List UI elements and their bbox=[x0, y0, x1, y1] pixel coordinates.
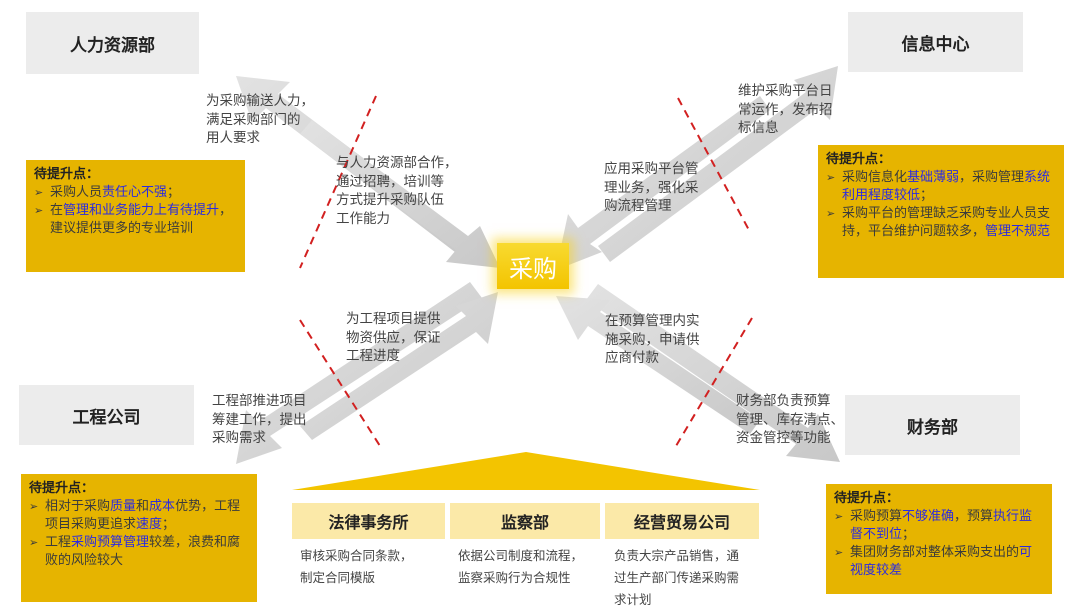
list-item-text: 工程采购预算管理较差，浪费和腐败的风险较大 bbox=[45, 534, 249, 570]
bottom-triangle bbox=[292, 452, 760, 490]
note-info-in: 应用采购平台管理业务，强化采购流程管理 bbox=[604, 161, 699, 214]
list-item-text: 采购人员责任心不强； bbox=[50, 184, 237, 202]
arrow-bullet-icon: ➢ bbox=[834, 510, 844, 523]
arrow-bullet-icon: ➢ bbox=[34, 204, 44, 217]
improve-box-info: 待提升点： ➢ 采购信息化基础薄弱，采购管理系统利用程度较低； ➢ 采购平台的管理缺… bbox=[818, 145, 1064, 278]
arrow-bullet-icon: ➢ bbox=[826, 171, 836, 184]
note-fin-out: 财务部负责预算管理、库存清点、资金管控等功能 bbox=[736, 393, 844, 446]
dept-fin: 财务部 bbox=[845, 395, 1020, 455]
item-text: 采购人员 bbox=[50, 185, 103, 200]
item-text: ； bbox=[902, 527, 916, 542]
improve-title: 待提升点： bbox=[826, 152, 892, 167]
item-text: ； bbox=[167, 185, 181, 200]
improve-box-fin: 待提升点： ➢ 采购预算不够准确，预算执行监督不到位； ➢ 集团财务部对整体采购支出… bbox=[826, 484, 1052, 594]
improve-title: 待提升点： bbox=[34, 167, 100, 182]
list-item-text: 相对于采购质量和成本优势，工程项目采购更追求速度； bbox=[45, 498, 249, 534]
highlight-text: 执行监督不到位 bbox=[850, 509, 1033, 542]
highlight-text: 不够准确 bbox=[902, 509, 955, 524]
arrow-bullet-icon: ➢ bbox=[34, 186, 44, 199]
highlight-text: 基础薄弱 bbox=[907, 170, 960, 185]
note-eng-in: 为工程项目提供物资供应，保证工程进度 bbox=[346, 311, 441, 364]
highlight-text: 管理和业务能力上有待提升 bbox=[63, 203, 220, 218]
cross-eng bbox=[299, 319, 381, 447]
item-text: 工程 bbox=[45, 535, 72, 550]
item-text: 和 bbox=[136, 499, 150, 514]
item-text: 采购预算 bbox=[850, 509, 903, 524]
arrow-fin bbox=[586, 284, 840, 462]
improve-box-eng: 待提升点： ➢ 相对于采购质量和成本优势，工程项目采购更追求速度； ➢ 工程采购预算… bbox=[21, 474, 257, 602]
highlight-text: 管理不规范 bbox=[985, 224, 1051, 239]
dept-info: 信息中心 bbox=[848, 12, 1023, 72]
note-hr-out: 为采购输送人力，满足采购部门的用人要求 bbox=[206, 93, 314, 146]
item-text: 采购信息化 bbox=[842, 170, 908, 185]
highlight-text: 速度 bbox=[136, 517, 163, 532]
item-text: 集团财务部对整体采购支出的 bbox=[850, 545, 1020, 560]
unit-legal: 法律事务所 bbox=[292, 503, 445, 539]
unit-trade: 经营贸易公司 bbox=[605, 503, 759, 539]
arrow-bullet-icon: ➢ bbox=[834, 546, 844, 559]
list-item-text: 在管理和业务能力上有待提升，建议提供更多的专业培训 bbox=[50, 202, 237, 238]
dept-hr: 人力资源部 bbox=[26, 12, 199, 74]
improve-title: 待提升点： bbox=[29, 481, 95, 496]
highlight-text: 系统利用程度较低 bbox=[842, 170, 1051, 203]
highlight-text: 可视度较差 bbox=[850, 545, 1033, 578]
list-item: ➢ 相对于采购质量和成本优势，工程项目采购更追求速度； bbox=[29, 498, 249, 534]
cross-hr bbox=[299, 95, 377, 269]
highlight-text: 责任心不强 bbox=[102, 185, 168, 200]
unit-audit: 监察部 bbox=[450, 503, 600, 539]
arrow-bullet-icon: ➢ bbox=[29, 500, 39, 513]
dept-eng: 工程公司 bbox=[19, 385, 194, 445]
list-item-text: 采购信息化基础薄弱，采购管理系统利用程度较低； bbox=[842, 169, 1056, 205]
list-item: ➢ 采购人员责任心不强； bbox=[34, 184, 237, 202]
item-text: ，建议提供更多的专业培训 bbox=[50, 203, 233, 236]
list-item: ➢ 采购信息化基础薄弱，采购管理系统利用程度较低； bbox=[826, 169, 1056, 205]
item-text: ，采购管理 bbox=[959, 170, 1025, 185]
arrow-bullet-icon: ➢ bbox=[826, 207, 836, 220]
improve-title: 待提升点： bbox=[834, 491, 900, 506]
arrow-info-in bbox=[556, 96, 770, 270]
item-text: ； bbox=[920, 188, 934, 203]
arrow-eng-in bbox=[300, 292, 498, 440]
arrow-info bbox=[598, 66, 838, 262]
highlight-text: 成本 bbox=[149, 499, 176, 514]
arrow-hr-in bbox=[300, 120, 500, 268]
list-item-text: 采购平台的管理缺乏采购专业人员支持，平台维护问题较多，管理不规范 bbox=[842, 205, 1056, 241]
improve-box-hr: 待提升点： ➢ 采购人员责任心不强； ➢ 在管理和业务能力上有待提升，建议提供更多的… bbox=[26, 160, 245, 272]
note-hr-in: 与人力资源部合作，通过招聘，培训等方式提升采购队伍工作能力 bbox=[336, 155, 458, 227]
item-text: ； bbox=[162, 517, 176, 532]
item-text: 在 bbox=[50, 203, 64, 218]
highlight-text: 采购预算管理 bbox=[71, 535, 150, 550]
list-item: ➢ 采购预算不够准确，预算执行监督不到位； bbox=[834, 508, 1044, 544]
item-text: ，预算 bbox=[954, 509, 994, 524]
list-item: ➢ 采购平台的管理缺乏采购专业人员支持，平台维护问题较多，管理不规范 bbox=[826, 205, 1056, 241]
center-procurement: 采购 bbox=[497, 243, 569, 289]
unit-legal-desc: 审核采购合同条款，制定合同模版 bbox=[300, 548, 413, 585]
note-eng-out: 工程部推进项目筹建工作，提出采购需求 bbox=[212, 393, 307, 446]
note-info-out: 维护采购平台日常运作，发布招标信息 bbox=[738, 83, 833, 136]
list-item-text: 集团财务部对整体采购支出的可视度较差 bbox=[850, 544, 1044, 580]
list-item: ➢ 集团财务部对整体采购支出的可视度较差 bbox=[834, 544, 1044, 580]
unit-trade-desc: 负责大宗产品销售，通过生产部门传递采购需求计划 bbox=[614, 548, 740, 607]
list-item-text: 采购预算不够准确，预算执行监督不到位； bbox=[850, 508, 1044, 544]
note-fin-in: 在预算管理内实施采购，申请供应商付款 bbox=[605, 313, 700, 366]
item-text: 优势，工程项目采购更追求 bbox=[45, 499, 241, 532]
list-item: ➢ 工程采购预算管理较差，浪费和腐败的风险较大 bbox=[29, 534, 249, 570]
unit-audit-desc: 依据公司制度和流程，监察采购行为合规性 bbox=[458, 548, 584, 585]
list-item: ➢ 在管理和业务能力上有待提升，建议提供更多的专业培训 bbox=[34, 202, 237, 238]
arrow-fin-in bbox=[556, 296, 760, 434]
arrow-bullet-icon: ➢ bbox=[29, 536, 39, 549]
highlight-text: 质量 bbox=[110, 499, 137, 514]
cross-info bbox=[677, 97, 751, 233]
item-text: 较差，浪费和腐败的风险较大 bbox=[45, 535, 241, 568]
arrow-eng bbox=[236, 282, 482, 464]
cross-fin bbox=[675, 317, 753, 447]
item-text: 采购平台的管理缺乏采购专业人员支持，平台维护问题较多， bbox=[842, 206, 1051, 239]
item-text: 相对于采购 bbox=[45, 499, 111, 514]
